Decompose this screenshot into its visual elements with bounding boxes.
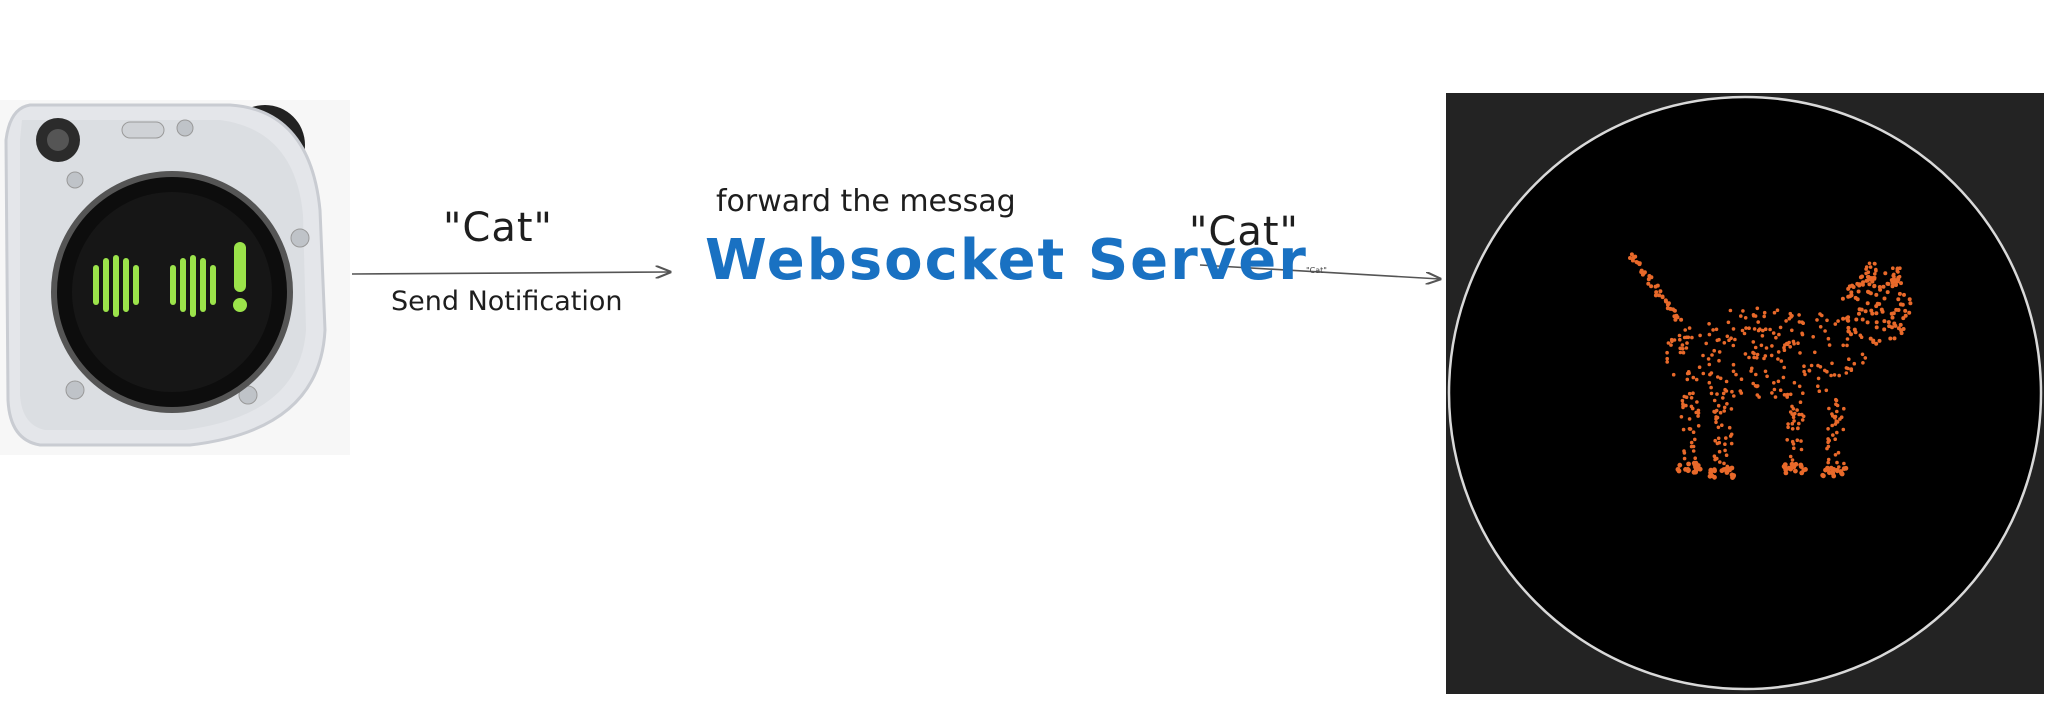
forward-arrow	[1199, 264, 1440, 279]
cat-label-right: "Cat"	[1189, 209, 1299, 255]
display-panel	[1446, 93, 2044, 694]
cat-label-left: "Cat"	[443, 205, 553, 251]
handheld-device-icon	[0, 100, 350, 455]
device-image	[0, 100, 350, 455]
send-arrow	[351, 272, 670, 274]
forward-message-label: forward the messag	[716, 184, 1016, 219]
cat-label-tiny: "Cat"	[1306, 266, 1327, 275]
websocket-server-label: Websocket Server	[705, 228, 1308, 293]
cat-particle-icon	[1446, 93, 2044, 694]
send-notification-label: Send Notification	[391, 286, 623, 317]
